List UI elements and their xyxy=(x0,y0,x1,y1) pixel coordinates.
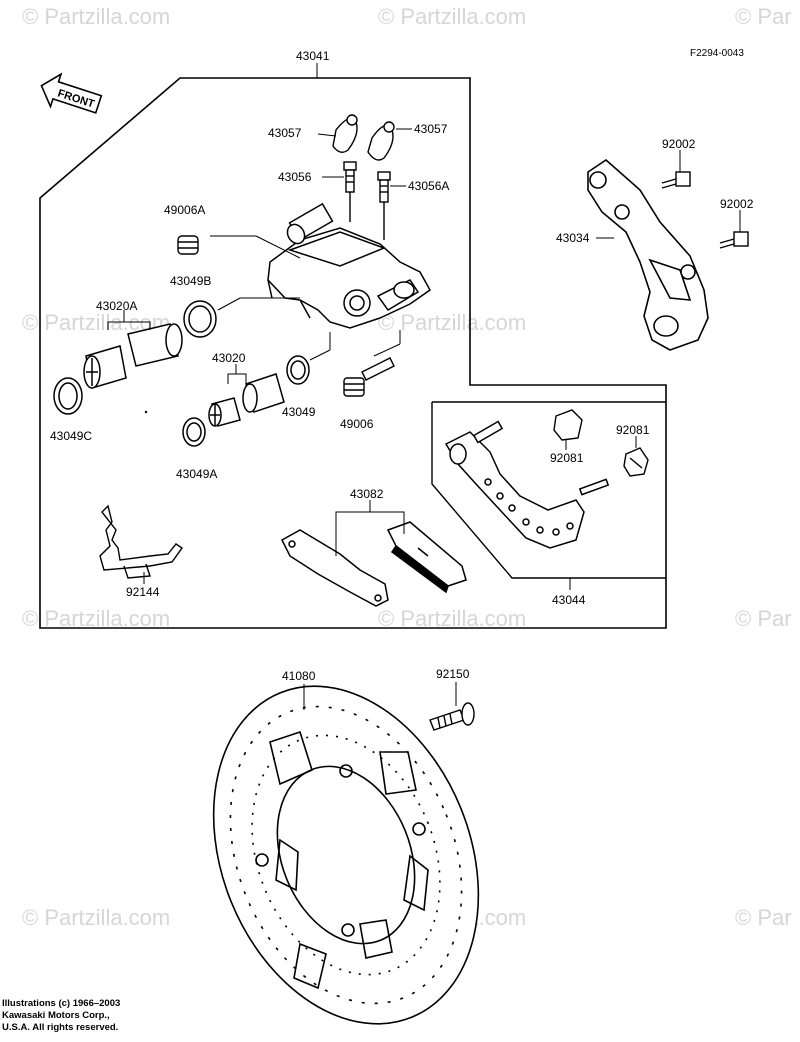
part-label-43049A[interactable]: 43049A xyxy=(176,467,217,481)
copyright-notice: Illustrations (c) 1966–2003 Kawasaki Mot… xyxy=(2,998,202,1034)
part-label-92081[interactable]: 92081 xyxy=(616,423,650,437)
anti-rattle-clip-icon xyxy=(99,504,183,579)
part-label-92081[interactable]: 92081 xyxy=(550,451,584,465)
figure-code: F2294-0043 xyxy=(690,48,744,59)
watermark: © Partzilla.com xyxy=(378,606,527,631)
support-bracket-icon xyxy=(444,420,610,549)
part-label-92144[interactable]: 92144 xyxy=(126,585,160,599)
part-label-43049B[interactable]: 43049B xyxy=(170,274,211,288)
part-label-43057[interactable]: 43057 xyxy=(414,122,448,136)
front-arrow-icon: FRONT xyxy=(40,72,103,114)
bolt-icon xyxy=(661,171,749,249)
watermark: © Partzilla.com xyxy=(22,905,171,930)
bleeder-valve-icon xyxy=(343,161,391,240)
part-label-43020[interactable]: 43020 xyxy=(212,351,246,365)
watermark: © Partzilla.com xyxy=(22,4,171,29)
caliper-body-icon xyxy=(267,202,431,329)
piston-seal-icon xyxy=(53,377,83,415)
part-label-41080[interactable]: 41080 xyxy=(282,669,316,683)
part-label-43056[interactable]: 43056 xyxy=(278,170,312,184)
bracket-assembly-boundary xyxy=(431,401,666,579)
part-label-43057[interactable]: 43057 xyxy=(268,126,302,140)
part-label-92002[interactable]: 92002 xyxy=(720,197,754,211)
part-label-43041[interactable]: 43041 xyxy=(296,49,330,63)
watermark: © Par xyxy=(735,606,792,631)
part-label-43049C[interactable]: 43049C xyxy=(50,429,92,443)
piston-seal-icon xyxy=(182,417,206,447)
piston-seal-icon xyxy=(286,355,310,385)
watermark: © Par xyxy=(735,905,792,930)
piston-icon xyxy=(83,323,183,389)
watermark: © Partzilla.com xyxy=(378,310,527,335)
caliper-assembly-boundary xyxy=(39,77,667,629)
dust-boot-icon xyxy=(177,235,199,255)
bleeder-cap-icon xyxy=(332,114,395,161)
disc-bolt-icon xyxy=(429,702,475,731)
watermark: © Par xyxy=(735,4,792,29)
part-label-43049[interactable]: 43049 xyxy=(282,405,316,419)
watermark: © Partzilla.com xyxy=(378,4,527,29)
watermark: © Partzilla.com xyxy=(22,606,171,631)
copyright-line: Kawasaki Motors Corp., xyxy=(2,1010,110,1021)
part-label-49006A[interactable]: 49006A xyxy=(164,203,205,217)
part-label-43056A[interactable]: 43056A xyxy=(408,179,449,193)
brake-pad-icon xyxy=(281,521,467,607)
part-label-43034[interactable]: 43034 xyxy=(556,231,590,245)
speck xyxy=(144,410,148,414)
pad-spring-clip-icon xyxy=(553,409,649,477)
part-label-49006[interactable]: 49006 xyxy=(340,417,374,431)
copyright-line: U.S.A. All rights reserved. xyxy=(2,1022,119,1033)
slide-pin-icon xyxy=(343,357,395,397)
part-label-43044[interactable]: 43044 xyxy=(552,593,586,607)
part-label-92002[interactable]: 92002 xyxy=(662,137,696,151)
part-label-43082[interactable]: 43082 xyxy=(350,487,384,501)
copyright-line: Illustrations (c) 1966–2003 xyxy=(2,998,121,1009)
part-label-43020A[interactable]: 43020A xyxy=(96,299,137,313)
piston-icon xyxy=(208,373,285,427)
caliper-bracket-icon xyxy=(587,158,709,351)
part-label-92150[interactable]: 92150 xyxy=(436,667,470,681)
piston-seal-icon xyxy=(183,300,217,338)
brake-disc-icon xyxy=(212,685,480,1025)
